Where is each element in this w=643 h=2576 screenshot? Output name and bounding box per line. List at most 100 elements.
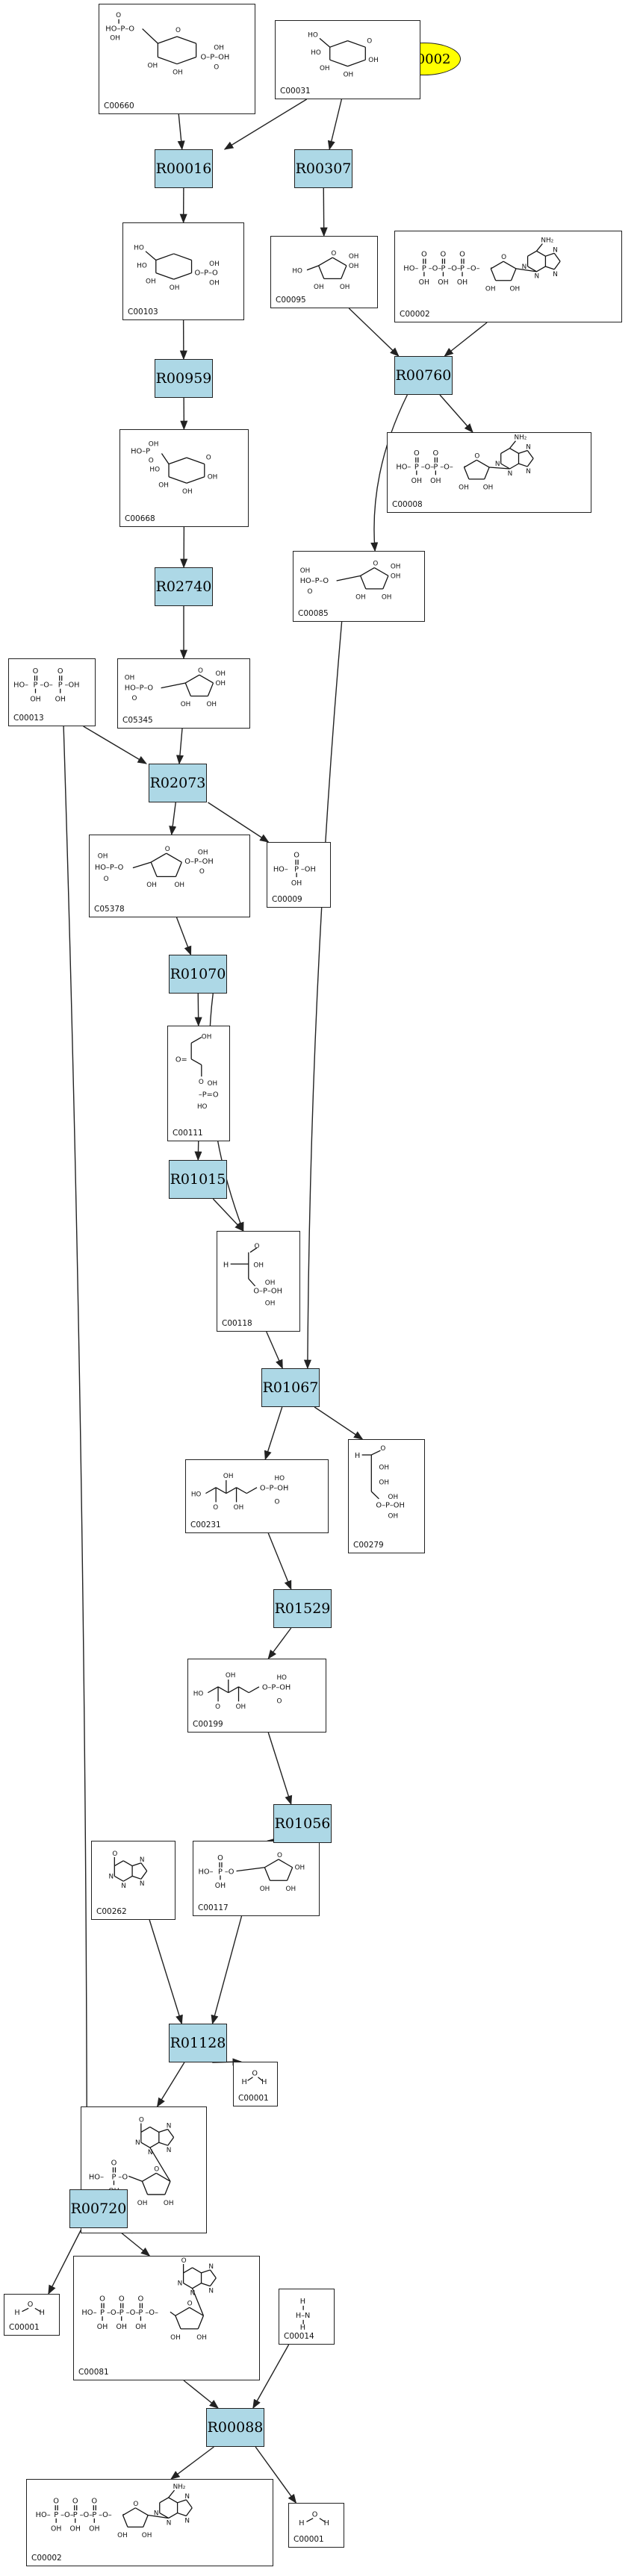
svg-text:O–P–O: O–P–O [194, 269, 217, 278]
svg-text:O: O [58, 667, 63, 676]
svg-text:P: P [294, 865, 299, 873]
svg-text:O: O [175, 27, 181, 34]
svg-text:N: N [526, 468, 531, 475]
svg-text:OH: OH [388, 1494, 399, 1501]
svg-text:NH₂: NH₂ [514, 434, 526, 442]
reaction-r00959[interactable]: R00959 [155, 359, 213, 398]
edge-arrow [255, 2446, 297, 2504]
svg-text:HO–P: HO–P [131, 448, 150, 456]
svg-text:OH: OH [391, 573, 401, 580]
edge-arrow [314, 1406, 364, 1440]
svg-text:OH: OH [215, 680, 226, 687]
svg-text:–O–: –O– [145, 2309, 158, 2317]
compound-id-label: C00085 [298, 609, 329, 618]
svg-text:–O–: –O– [421, 463, 435, 471]
svg-text:N: N [167, 2519, 172, 2527]
compound-id-label: C00103 [128, 308, 158, 316]
reaction-r01128[interactable]: R01128 [169, 2024, 227, 2062]
reaction-r01015[interactable]: R01015 [169, 1160, 227, 1199]
edge-arrow [169, 802, 177, 836]
svg-text:O: O [367, 37, 372, 45]
reaction-r00016[interactable]: R00016 [155, 149, 213, 188]
svg-text:OH: OH [459, 484, 469, 492]
svg-text:OH: OH [344, 71, 354, 78]
reaction-r00720[interactable]: R00720 [69, 2189, 128, 2228]
svg-text:OH: OH [379, 1479, 389, 1486]
svg-text:OH: OH [391, 564, 401, 571]
svg-text:N: N [135, 2139, 140, 2147]
reaction-r00088[interactable]: R00088 [206, 2408, 264, 2447]
edge-arrow [267, 1732, 293, 1806]
svg-text:OH: OH [215, 670, 226, 678]
svg-text:H: H [241, 2078, 246, 2086]
svg-text:P: P [422, 264, 426, 272]
svg-text:N: N [140, 1880, 145, 1888]
reaction-r01070[interactable]: R01070 [169, 955, 227, 994]
edge-arrow [223, 99, 307, 150]
compound-id-label: C00002 [31, 2554, 62, 2563]
svg-text:N: N [535, 273, 540, 281]
svg-text:H: H [299, 2519, 304, 2527]
compound-id-label: C00081 [78, 2368, 109, 2377]
svg-text:HO–: HO– [403, 264, 418, 272]
svg-text:OH: OH [349, 253, 359, 261]
svg-text:OH: OH [265, 1300, 276, 1307]
edge-arrow [211, 1915, 243, 2025]
structure-drawing: HOH [14, 2301, 45, 2317]
svg-text:N: N [108, 1873, 114, 1880]
svg-text:H: H [261, 2078, 267, 2086]
svg-text:N: N [167, 2122, 172, 2130]
compound-id-label: C00095 [276, 296, 306, 305]
svg-text:OH: OH [236, 1703, 246, 1711]
svg-text:OH: OH [202, 1033, 212, 1041]
reaction-r02740[interactable]: R02740 [155, 567, 213, 606]
edge-arrow [194, 1141, 202, 1161]
compound-id-label: C00031 [280, 87, 311, 96]
reaction-r01067[interactable]: R01067 [261, 1368, 320, 1407]
reaction-r01056[interactable]: R01056 [273, 1804, 332, 1843]
svg-text:OH: OH [485, 286, 496, 293]
reaction-r01529[interactable]: R01529 [273, 1589, 332, 1628]
reaction-r02073[interactable]: R02073 [149, 764, 207, 802]
reaction-r00760[interactable]: R00760 [394, 356, 453, 395]
reaction-r00307[interactable]: R00307 [294, 149, 352, 188]
svg-text:P: P [218, 1868, 223, 1877]
svg-text:O: O [198, 667, 203, 675]
svg-text:O: O [501, 254, 506, 261]
svg-text:OH: OH [173, 69, 183, 76]
svg-text:OH: OH [295, 1865, 305, 1872]
svg-text:OH: OH [419, 278, 429, 287]
svg-text:OH: OH [149, 441, 159, 449]
svg-text:P: P [54, 2511, 58, 2519]
svg-text:O: O [139, 2117, 144, 2124]
